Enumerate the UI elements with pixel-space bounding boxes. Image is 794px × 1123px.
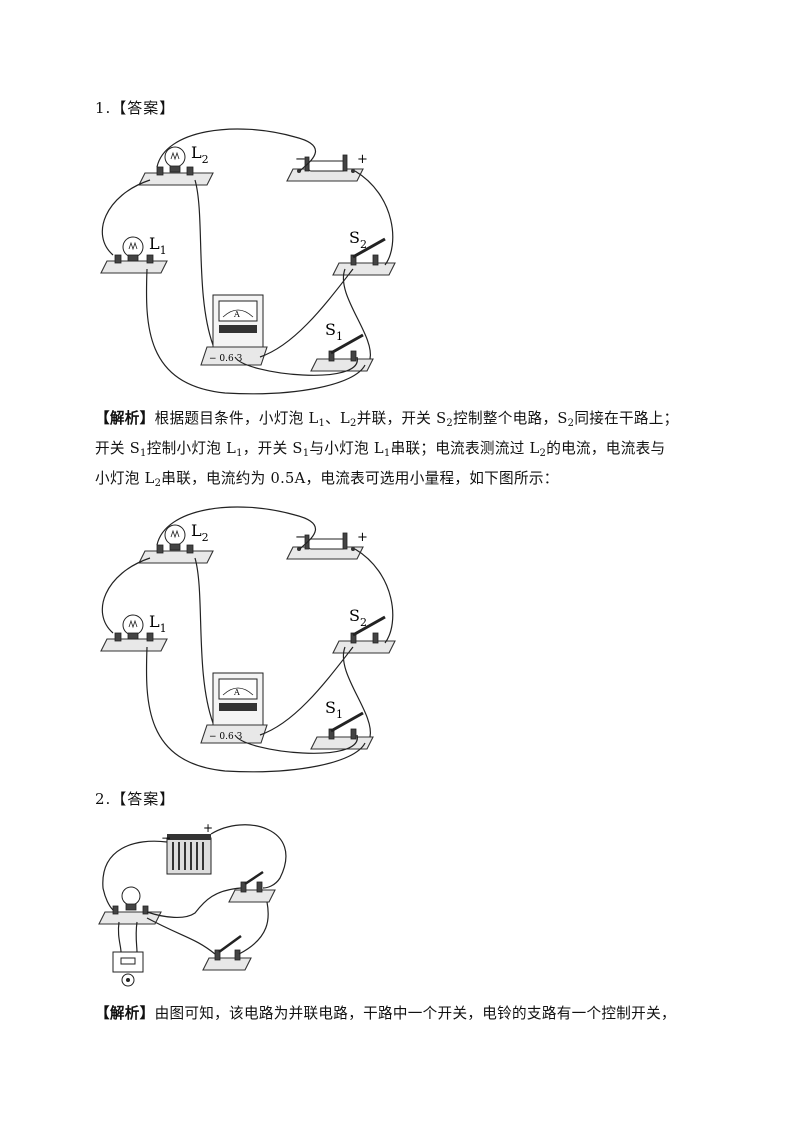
- q2-analysis: 【解析】由图可知，该电路为并联电路，干路中一个开关，电铃的支路有一个控制开关，: [95, 999, 705, 1029]
- svg-text:A: A: [233, 310, 240, 319]
- label-l1: L1: [149, 612, 167, 635]
- lamp: [98, 886, 162, 925]
- q2-circuit-figure: − +: [98, 821, 287, 987]
- ammeter: A − 0.6 3: [200, 672, 268, 744]
- battery-minus-label: −: [161, 831, 171, 845]
- q1-analysis-line-1: 【解析】根据题目条件，小灯泡 L1、L2并联，开关 S2控制整个电路，S2同接在…: [95, 410, 679, 429]
- q1-heading: 1.【答案】: [95, 99, 176, 117]
- battery-plus-label: +: [357, 152, 368, 167]
- q1-analysis-line-3: 小灯泡 L2串联，电流约为 0.5A，电流表可选用小量程，如下图所示：: [95, 470, 559, 489]
- label-s2: S2: [349, 606, 367, 629]
- battery-plus-label: +: [357, 530, 368, 545]
- svg-text:− 0.6 3: − 0.6 3: [209, 354, 243, 364]
- svg-text:− 0.6 3: − 0.6 3: [209, 732, 243, 742]
- ammeter: A − 0.6 3: [200, 294, 268, 366]
- electric-bell: [112, 951, 144, 987]
- lamp-l1: [100, 614, 168, 652]
- q1-circuit-figure: L2 L1 − + S2: [100, 128, 396, 395]
- switch-bell: [202, 934, 252, 971]
- q1-analysis: 【解析】根据题目条件，小灯泡 L1、L2并联，开关 S2控制整个电路，S2同接在…: [95, 404, 705, 494]
- q1-solution-figure: L2 L1 − + S2: [100, 506, 396, 773]
- q2-analysis-line-1: 【解析】由图可知，该电路为并联电路，干路中一个开关，电铃的支路有一个控制开关，: [95, 1005, 676, 1022]
- q1-analysis-line-2: 开关 S1控制小灯泡 L1，开关 S1与小灯泡 L1串联；电流表测流过 L2的电…: [95, 440, 666, 459]
- lamp-l1: [100, 236, 168, 274]
- label-l2: L2: [191, 143, 209, 166]
- lamp-l2: [138, 524, 214, 564]
- battery-box: [166, 834, 212, 875]
- label-l1: L1: [149, 234, 167, 257]
- svg-text:A: A: [233, 688, 240, 697]
- label-s1: S1: [325, 698, 343, 721]
- switch-s2: [332, 615, 396, 654]
- label-s2: S2: [349, 228, 367, 251]
- switch-s2: [332, 237, 396, 276]
- battery-minus-label: −: [295, 152, 306, 167]
- battery-plus-label: +: [203, 821, 213, 835]
- label-l2: L2: [191, 521, 209, 544]
- battery-minus-label: −: [295, 530, 306, 545]
- lamp-l2: [138, 146, 214, 186]
- battery: [286, 154, 364, 182]
- switch-main: [228, 870, 276, 903]
- label-s1: S1: [325, 320, 343, 343]
- q2-heading: 2.【答案】: [95, 790, 176, 808]
